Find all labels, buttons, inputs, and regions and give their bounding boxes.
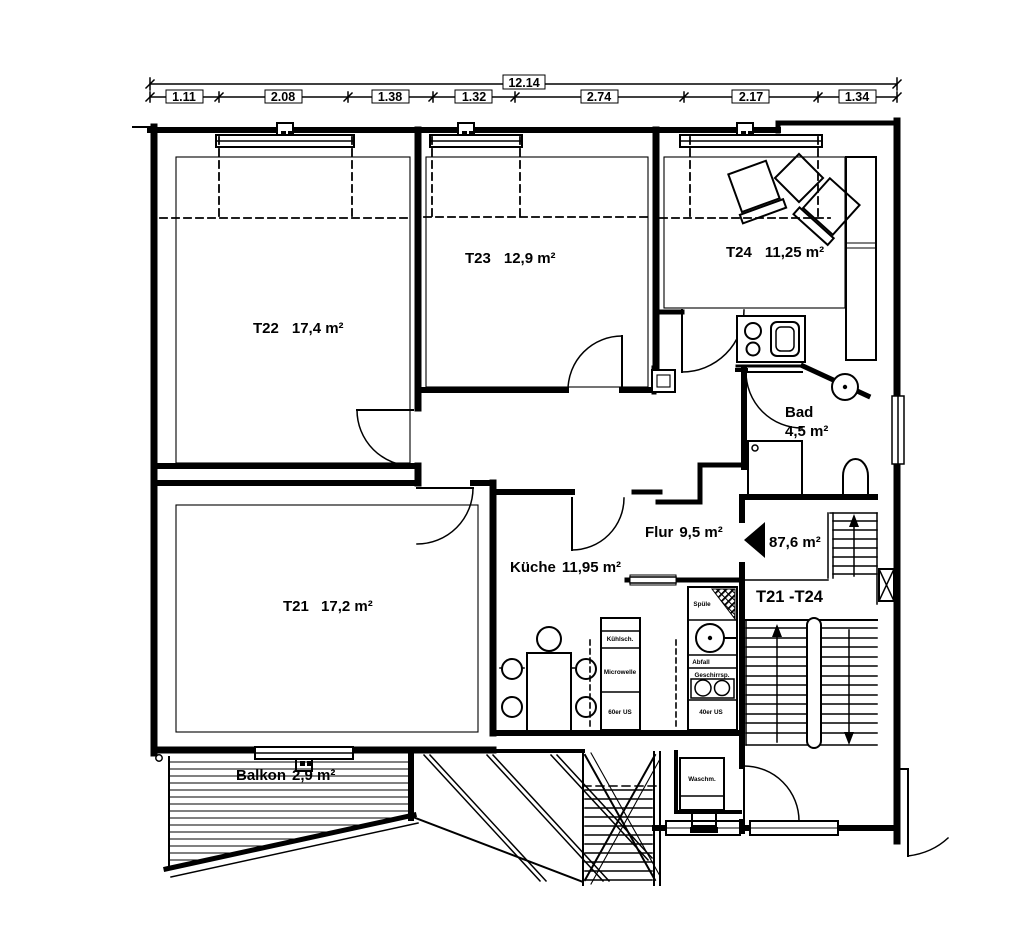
base60-label: 60er US xyxy=(608,709,631,716)
dimension-segment: 2.74 xyxy=(587,90,611,104)
armchair xyxy=(792,176,861,247)
window-t23 xyxy=(429,122,523,148)
window-t22 xyxy=(215,122,355,148)
dimension-bar: 12.14 1.11 2.08 1.38 1.32 2.74 2.17 1.34 xyxy=(144,74,903,104)
door-bad xyxy=(745,371,803,429)
chair xyxy=(501,696,523,718)
windows xyxy=(215,122,905,836)
chair xyxy=(501,658,523,680)
stair-main xyxy=(745,617,878,749)
stair-railing xyxy=(806,617,822,749)
stair-upper-flight xyxy=(741,512,878,605)
window-landing-2 xyxy=(749,820,839,836)
room-area-bad: 4,5 m² xyxy=(785,423,828,440)
shaft-box xyxy=(651,369,676,393)
unit-range-label: T21 -T24 xyxy=(756,588,824,606)
door-t23 xyxy=(567,335,623,391)
dimension-segment: 1.11 xyxy=(172,90,196,104)
window-t24 xyxy=(679,122,823,148)
balcony xyxy=(163,752,585,884)
door-t24 xyxy=(681,309,745,373)
window-t21 xyxy=(254,746,354,772)
wc-icon xyxy=(842,458,869,498)
armchair xyxy=(727,159,788,225)
t24-furniture xyxy=(727,152,877,368)
entry-arrow-icon xyxy=(744,522,765,558)
total-area-label: 87,6 m² xyxy=(769,534,821,551)
door-t22 xyxy=(356,409,414,467)
entry-marker xyxy=(744,522,765,558)
dimension-segment: 2.17 xyxy=(739,90,763,104)
kitchen-fittings: Kühlsch. Microwelle 60er US Spüle Abfall… xyxy=(499,574,738,732)
wardrobe xyxy=(845,156,877,361)
dimension-segment: 1.34 xyxy=(845,90,869,104)
shaft-window-x xyxy=(878,568,895,602)
window-bad xyxy=(891,395,905,465)
doors xyxy=(356,309,803,822)
kitchenette xyxy=(735,315,806,368)
bad-fixtures xyxy=(747,373,869,498)
sink-label: Spüle xyxy=(693,601,711,608)
microwave-label: Microwelle xyxy=(604,669,637,676)
stair-communal xyxy=(582,752,661,885)
room-outlines xyxy=(175,156,846,733)
room-label-bad: Bad xyxy=(785,404,813,421)
flur-pass xyxy=(629,574,677,586)
fridge-label: Kühlsch. xyxy=(607,636,634,643)
door-kueche xyxy=(571,497,625,551)
chair xyxy=(536,626,562,652)
laundry-niche: Waschm. xyxy=(679,757,725,833)
chair xyxy=(575,696,597,718)
base40-label: 40er US xyxy=(699,709,722,716)
dishwasher-label: Geschirrsp. xyxy=(695,672,730,679)
dimension-segment: 1.38 xyxy=(378,90,402,104)
lintel-dashed-lines xyxy=(159,136,831,219)
kitchen-tall-cabinet: Kühlsch. Microwelle 60er US xyxy=(600,617,641,731)
washer-label: Waschm. xyxy=(688,776,716,783)
kitchen-table xyxy=(526,652,572,732)
door-landing xyxy=(743,765,800,822)
lower-stair-hatch xyxy=(422,753,654,883)
washbasin-icon xyxy=(831,373,859,401)
dimension-segment: 2.08 xyxy=(271,90,295,104)
kitchen-sink-run: Spüle Abfall Geschirrsp. 40er US xyxy=(687,586,738,731)
side-table xyxy=(773,152,825,204)
waste-label: Abfall xyxy=(692,659,710,666)
dimension-segment: 1.32 xyxy=(462,90,486,104)
door-t21 xyxy=(416,487,474,545)
dimension-total: 12.14 xyxy=(508,76,539,90)
shower-icon xyxy=(747,440,803,496)
chair xyxy=(575,658,597,680)
